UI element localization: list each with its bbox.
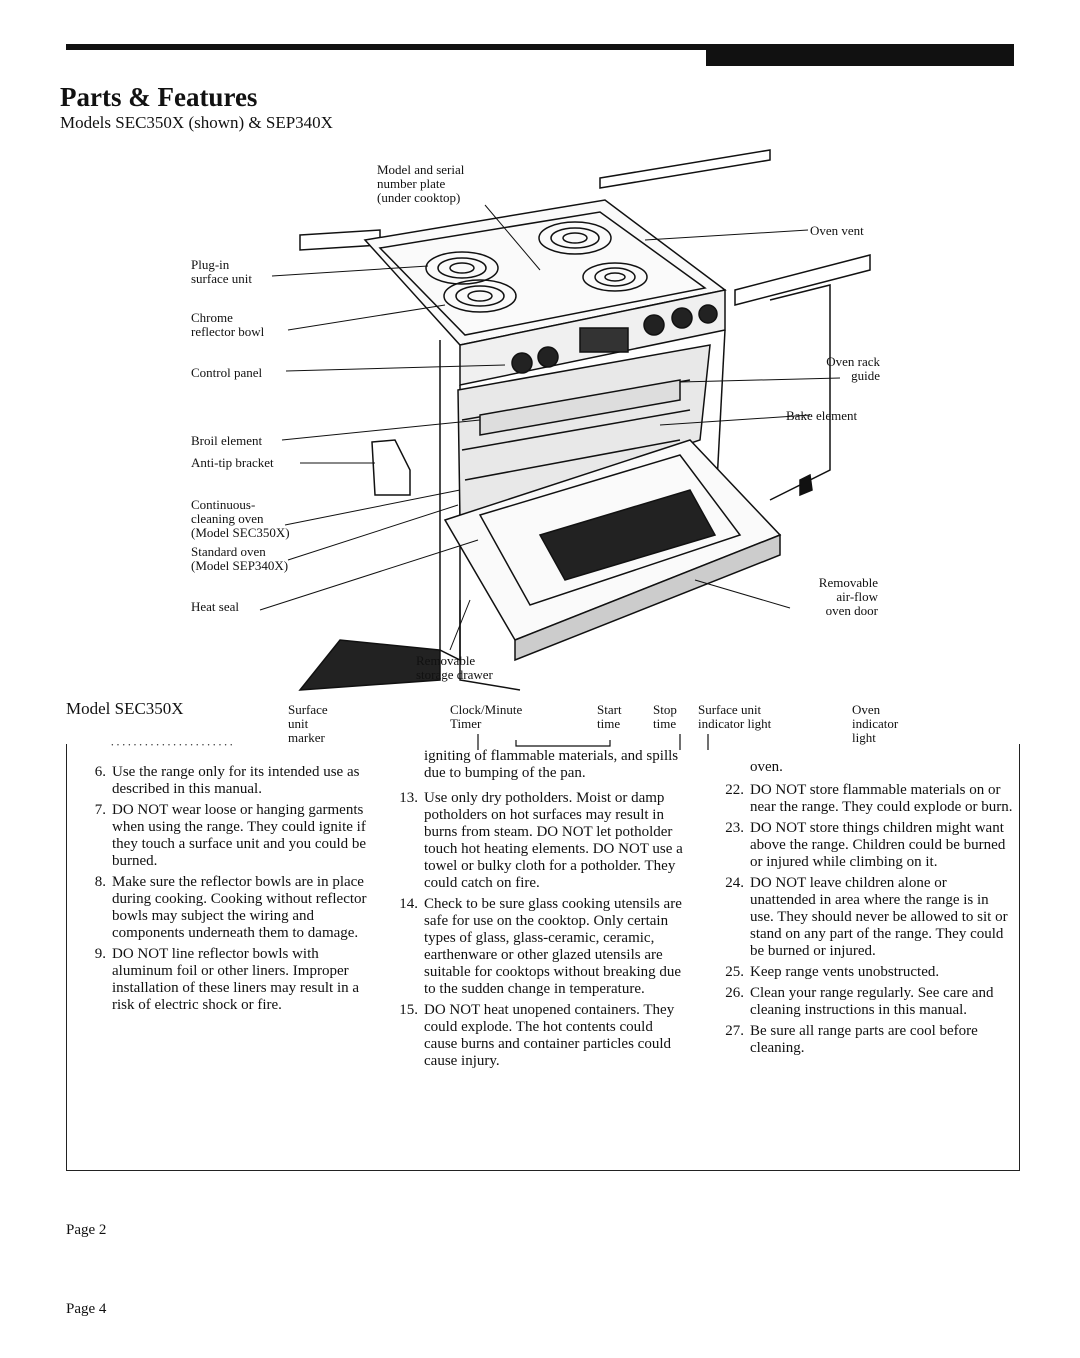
list-item: 13.Use only dry potholders. Moist or dam… [399,790,683,891]
label-door: Removable air-flow oven door [818,575,878,618]
label-drawer: Removable storage drawer [416,653,493,682]
label-oven-vent: Oven vent [810,223,864,238]
list-item: 25.Keep range vents unobstructed. [725,964,940,980]
label-oven-indicator: Oven indicator light [852,702,899,745]
label-broil: Broil element [191,433,263,448]
list-item: 24.DO NOT leave children alone or unatte… [725,875,1008,959]
list-item: 23.DO NOT store things children might wa… [725,820,1006,870]
label-stop: Stop time [653,702,677,731]
cut-line-fragment: ˙˙˙˙˙˙˙˙˙˙˙˙˙˙˙˙˙˙˙˙˙˙ [110,742,235,757]
list-item: 26.Clean your range regularly. See care … [725,985,994,1018]
col2-lead: igniting of flammable materials, and spi… [424,748,679,781]
page-number-a: Page 2 [66,1222,107,1238]
header-rule-thick [706,44,1014,66]
list-item: 27.Be sure all range parts are cool befo… [725,1023,978,1056]
label-continuous: Continuous- cleaning oven (Model SEC350X… [191,497,290,540]
label-clock: Clock/Minute Timer [450,702,523,731]
instructions-frame [66,744,1020,1171]
header-rule [66,44,1014,50]
label-indicator: Surface unit indicator light [698,702,772,731]
label-plug-in: Plug-in surface unit [191,257,253,286]
label-surface-marker: Surface unit marker [288,702,328,745]
page-subtitle: Models SEC350X (shown) & SEP340X [60,113,333,132]
range-illustration [259,149,871,691]
col3-lead: oven. [750,759,783,775]
label-start: Start time [597,702,622,731]
label-heat-seal: Heat seal [191,599,240,614]
timer-bracket [477,734,709,750]
list-item: 9.DO NOT line reflector bowls with alumi… [94,946,360,1013]
label-anti-tip: Anti-tip bracket [191,455,274,470]
label-oven-rack: Oven rack guide [826,354,880,383]
instructions-col2: igniting of flammable materials, and spi… [382,748,687,1074]
instructions-col3: oven. 22.DO NOT store flammable material… [708,759,1013,1061]
label-bake: Bake element [786,408,858,423]
list-item: 15.DO NOT heat unopened containers. They… [399,1002,675,1069]
list-item: 6.Use the range only for its intended us… [94,764,360,797]
model-heading: Model SEC350X [66,699,184,718]
list-item: 7.DO NOT wear loose or hanging garments … [94,802,367,869]
label-chrome: Chrome reflector bowl [191,310,265,339]
label-control-panel: Control panel [191,365,263,380]
list-item: 14.Check to be sure glass cooking utensi… [399,896,682,997]
list-item: 22.DO NOT store flammable materials on o… [725,782,1013,815]
instructions-col1: 6.Use the range only for its intended us… [70,764,370,1018]
page-title: Parts & Features [60,82,258,112]
list-item: 8.Make sure the reflector bowls are in p… [94,874,367,941]
label-standard: Standard oven (Model SEP340X) [191,544,289,573]
label-model-serial: Model and serial number plate (under coo… [377,162,465,205]
page-number-b: Page 4 [66,1301,107,1317]
